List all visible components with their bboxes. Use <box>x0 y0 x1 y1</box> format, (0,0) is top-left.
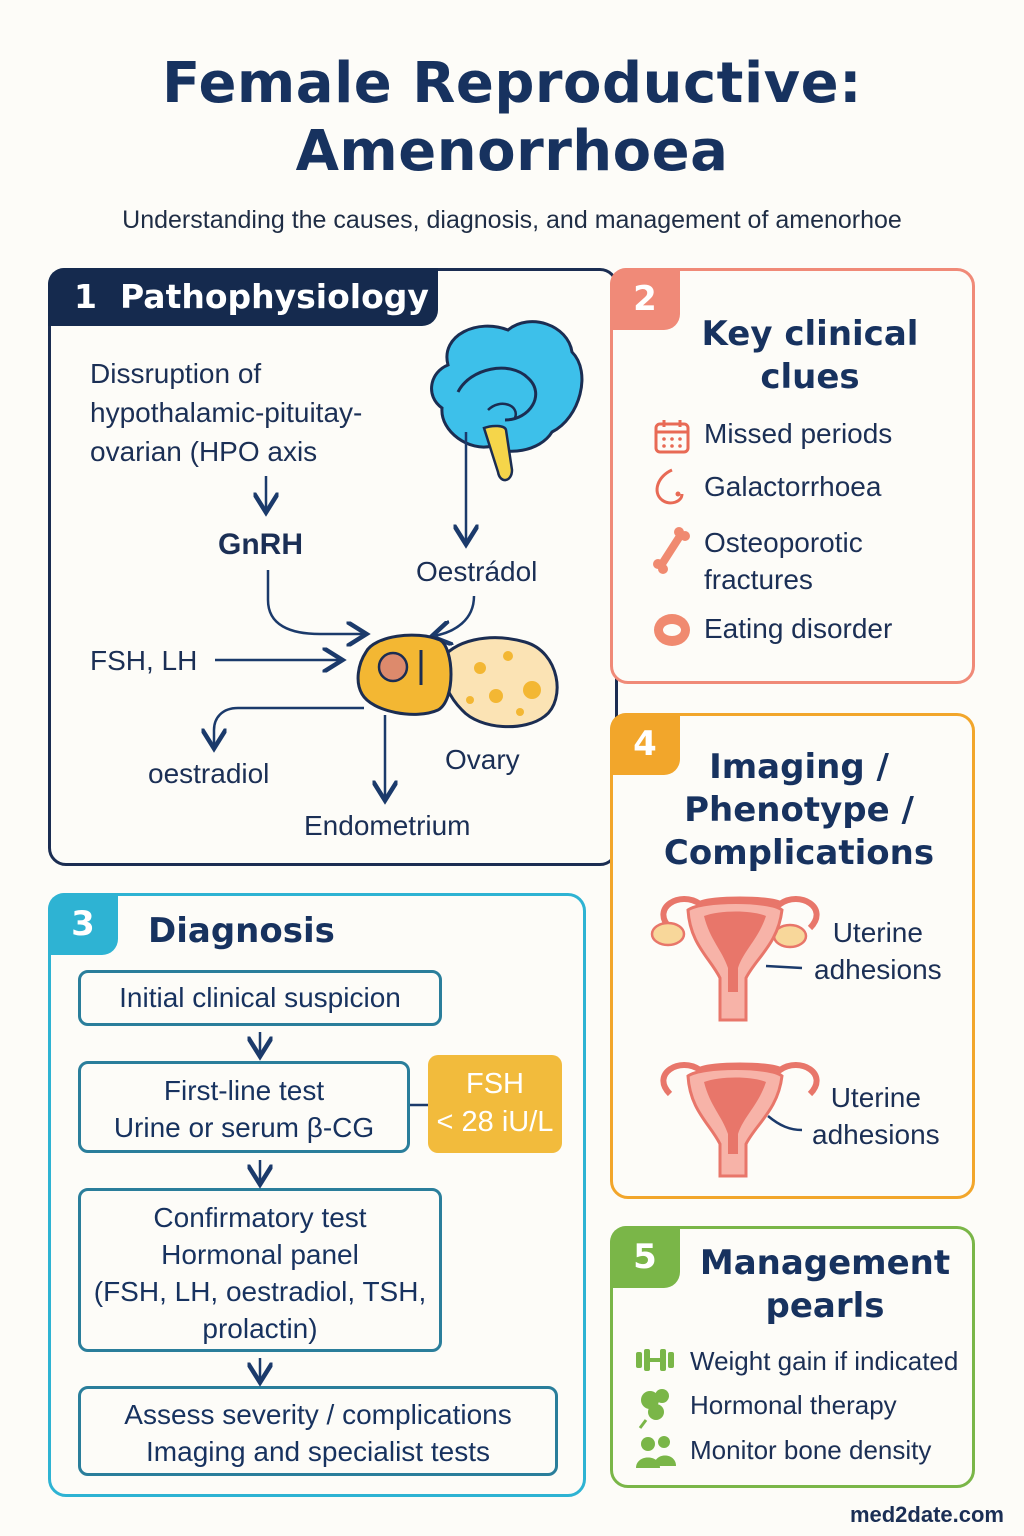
oestradiol-label: oestradiol <box>148 758 270 789</box>
step-line-2: Imaging and specialist tests <box>146 1436 490 1467</box>
heading-line-2: Phenotype / <box>684 790 914 830</box>
heading-line-2: clues <box>760 357 860 397</box>
site-footer: med2date.com <box>849 1502 1004 1527</box>
label-line-2: adhesions <box>812 1119 940 1150</box>
step-line-1: Confirmatory test <box>153 1202 367 1233</box>
dumbbell-icon <box>636 1349 674 1371</box>
panel-heading: Pathophysiology <box>120 277 429 316</box>
hpo-line-2: hypothalamic-pituitay- <box>90 397 363 428</box>
step-line-1: Assess severity / complications <box>124 1399 512 1430</box>
calendar-icon <box>654 420 690 454</box>
uterus-icon <box>650 896 820 1022</box>
fsh-lh-label: FSH, LH <box>90 645 198 676</box>
step-line-1: First-line test <box>163 1075 325 1106</box>
label-line-1: Uterine <box>830 1082 921 1113</box>
step-line-2: Hormonal panel <box>161 1239 359 1270</box>
clue-galactorrhoea: Galactorrhoea <box>704 471 882 502</box>
step-line-3: (FSH, LH, oestradiol, TSH, <box>93 1276 427 1307</box>
diagnosis-heading: Diagnosis <box>148 911 335 951</box>
step-assess-severity: Assess severity / complications Imaging … <box>78 1386 558 1476</box>
page-subtitle: Understanding the causes, diagnosis, and… <box>122 206 902 234</box>
ovary-label: Ovary <box>445 744 520 775</box>
panel-number: 5 <box>610 1226 680 1288</box>
uterine-adhesions-label-2: Uterine adhesions <box>812 1079 940 1153</box>
oestradol-label: Oestrádol <box>416 556 538 587</box>
plate-icon <box>654 614 690 646</box>
step-initial-suspicion: Initial clinical suspicion <box>78 970 442 1026</box>
pathophysiology-header: 1 Pathophysiology <box>48 268 438 326</box>
panel-number: 3 <box>48 893 118 955</box>
panel-number: 1 <box>74 277 97 316</box>
heading-line-3: Complications <box>663 833 935 873</box>
clue-line-2: fractures <box>704 564 813 595</box>
step-line-4: prolactin) <box>202 1313 318 1344</box>
fsh-badge-line-1: FSH <box>466 1068 524 1100</box>
breast-icon <box>655 468 684 505</box>
heading-line-1: Management <box>699 1243 951 1283</box>
clue-missed-periods: Missed periods <box>704 418 893 449</box>
clue-line-1: Osteoporotic <box>704 527 863 558</box>
management-hormonal-therapy: Hormonal therapy <box>690 1390 897 1420</box>
step-first-line-test: First-line test Urine or serum β-CG <box>78 1061 410 1153</box>
uterine-adhesions-label-1: Uterine adhesions <box>814 914 942 988</box>
imaging-heading: Imaging / Phenotype / Complications <box>640 746 958 875</box>
clue-eating-disorder: Eating disorder <box>704 613 893 644</box>
people-icon <box>636 1436 676 1468</box>
title-line-1: Female Reproductive: <box>161 51 863 116</box>
management-heading: Management pearls <box>690 1242 960 1328</box>
hpo-line-1: Dissruption of <box>90 358 262 389</box>
label-line-1: Uterine <box>832 917 923 948</box>
fsh-badge-line-2: < 28 iU/L <box>436 1106 554 1138</box>
step-confirmatory-test: Confirmatory test Hormonal panel (FSH, L… <box>78 1188 442 1352</box>
page-title: Female Reproductive: Amenorrhoea <box>0 50 1024 186</box>
label-line-2: adhesions <box>814 954 942 985</box>
ovary-icon <box>356 633 559 729</box>
fsh-threshold-badge: FSH < 28 iU/L <box>428 1055 562 1153</box>
uterus-icon <box>660 1062 820 1178</box>
management-bone-density: Monitor bone density <box>690 1435 932 1465</box>
gnrh-label: GnRH <box>218 528 303 561</box>
bone-icon <box>653 527 690 574</box>
clue-osteoporotic-fractures: Osteoporotic fractures <box>704 524 863 598</box>
clinical-clues-heading: Key clinical clues <box>660 313 960 399</box>
clue-icons <box>653 420 690 646</box>
heading-line-1: Imaging / <box>709 747 889 787</box>
title-line-2: Amenorrhoea <box>295 119 729 184</box>
hormone-icon <box>638 1389 669 1429</box>
uterus-illustrations <box>650 896 820 1178</box>
heading-line-1: Key clinical <box>701 314 919 354</box>
heading-line-2: pearls <box>765 1286 885 1326</box>
diagnosis-arrows <box>0 1032 428 1420</box>
management-weight-gain: Weight gain if indicated <box>690 1346 959 1376</box>
panel-number: 2 <box>610 268 680 330</box>
panel-number: 4 <box>610 713 680 775</box>
imaging-panel <box>610 713 975 1199</box>
hpo-diagram <box>0 320 584 900</box>
management-icons <box>636 1349 676 1468</box>
hpo-line-3: ovarian (HPO axis <box>90 436 318 467</box>
step-line-2: Urine or serum β-CG <box>113 1112 375 1143</box>
hpo-description: Dissruption of hypothalamic-pituitay- ov… <box>90 354 362 471</box>
brain-icon <box>430 320 584 482</box>
endometrium-label: Endometrium <box>304 810 471 841</box>
